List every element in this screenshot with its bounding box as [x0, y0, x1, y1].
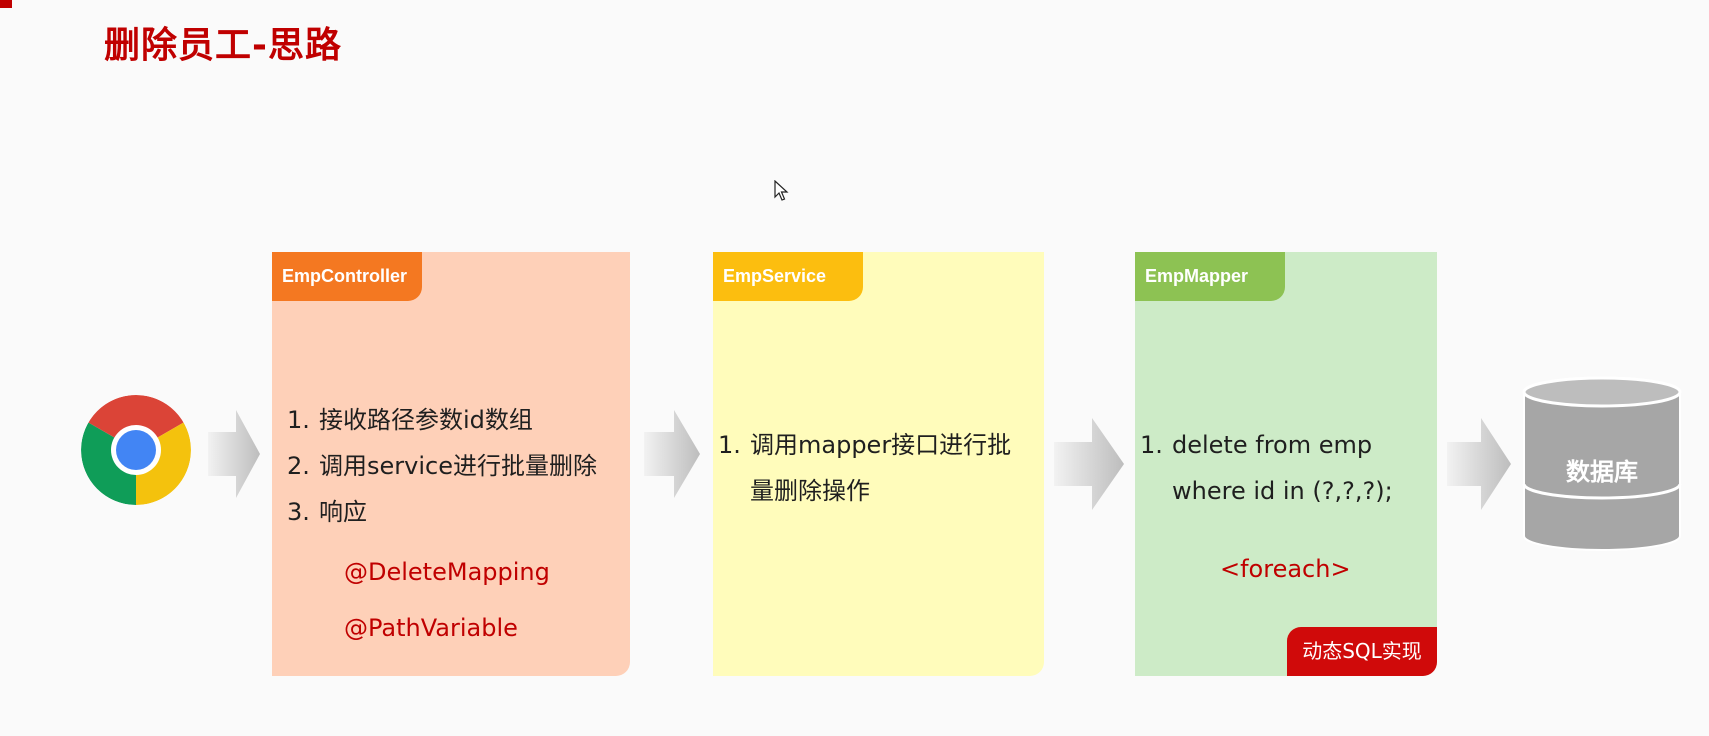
mouse-cursor-icon — [774, 180, 789, 201]
list-item: 1.接收路径参数id数组 — [287, 406, 533, 434]
dynamic-sql-badge: 动态SQL实现 — [1287, 627, 1437, 676]
list-item: 2.调用service进行批量删除 — [287, 452, 597, 480]
service-panel: EmpService 1.调用mapper接口进行批 量删除操作 — [713, 252, 1044, 676]
arrow-right-icon — [1447, 418, 1511, 510]
arrow-right-icon — [208, 410, 260, 498]
path-variable-annotation: @PathVariable — [344, 614, 518, 642]
controller-step-list: 1.接收路径参数id数组 2.调用service进行批量删除 3.响应 — [287, 397, 597, 535]
list-item: 1.delete from emp where id in (?,?,?); — [1140, 431, 1393, 505]
delete-mapping-annotation: @DeleteMapping — [344, 558, 550, 586]
foreach-annotation: <foreach> — [1220, 555, 1351, 583]
controller-tab: EmpController — [272, 252, 422, 301]
mapper-step-list: 1.delete from emp where id in (?,?,?); — [1140, 422, 1393, 514]
service-step-list: 1.调用mapper接口进行批 量删除操作 — [718, 422, 1011, 514]
mapper-panel: EmpMapper 1.delete from emp where id in … — [1135, 252, 1437, 676]
database-icon: 数据库 — [1522, 376, 1682, 556]
page-title: 删除员工-思路 — [104, 25, 342, 66]
arrow-right-icon — [644, 410, 700, 498]
list-item: 1.调用mapper接口进行批 量删除操作 — [718, 431, 1012, 505]
chrome-browser-icon — [81, 395, 191, 505]
database-label: 数据库 — [1566, 458, 1638, 486]
service-tab: EmpService — [713, 252, 863, 301]
list-item: 3.响应 — [287, 498, 367, 526]
controller-panel: EmpController 1.接收路径参数id数组 2.调用service进行… — [272, 252, 630, 676]
mapper-tab: EmpMapper — [1135, 252, 1285, 301]
corner-accent — [0, 0, 12, 8]
arrow-right-icon — [1054, 418, 1124, 510]
